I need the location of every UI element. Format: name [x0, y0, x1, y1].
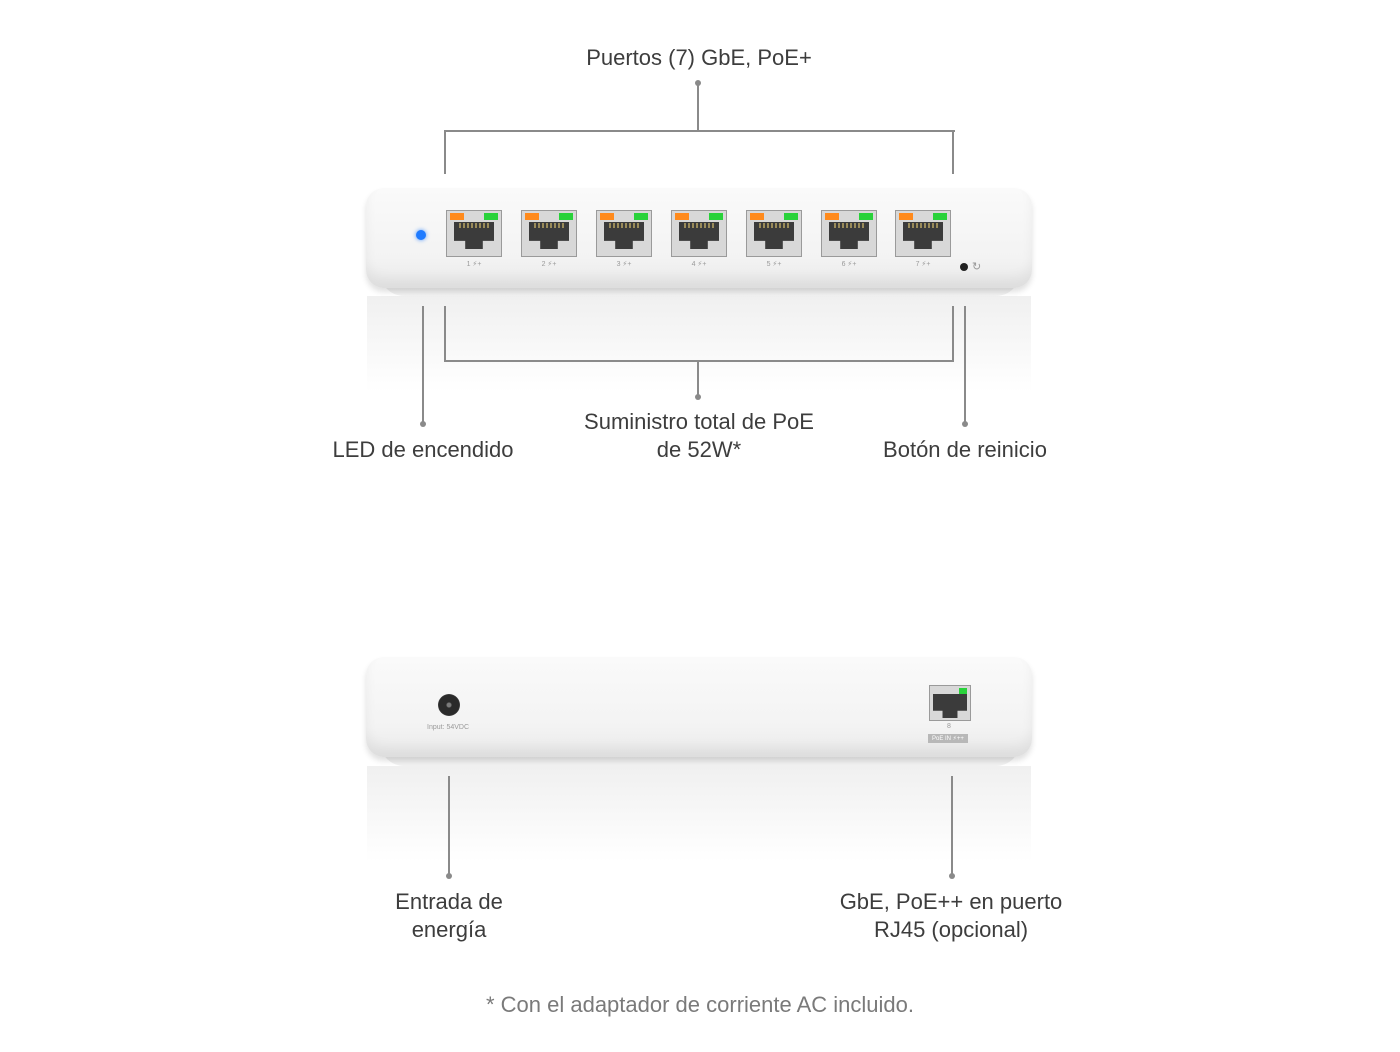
poe-bracket-bottom	[444, 360, 954, 362]
poe-label-line1: Suministro total de PoE	[584, 409, 814, 434]
port-2	[521, 210, 577, 257]
port-7	[895, 210, 951, 257]
led-callout-line	[422, 306, 424, 424]
port-4-number: 4 ⚡+	[691, 261, 707, 268]
reset-callout-line	[964, 306, 966, 424]
ports-callout-stem	[697, 83, 699, 131]
poe-label-line2: de 52W*	[656, 437, 742, 462]
led-label: LED de encendido	[332, 437, 514, 462]
back-device-body: Input: 54VDC 8 PoE IN ⚡++	[366, 657, 1032, 757]
ports-label: Puertos (7) GbE, PoE+	[586, 45, 812, 70]
poe-bracket-right	[952, 306, 954, 362]
power-label-line2: energía	[411, 917, 487, 942]
reset-button[interactable]	[960, 263, 968, 271]
power-callout-dot	[446, 873, 452, 879]
port-5	[746, 210, 802, 257]
rj45-callout-dot	[949, 873, 955, 879]
port-4	[671, 210, 727, 257]
rj45-callout-line	[951, 776, 953, 876]
port-7-number: 7 ⚡+	[915, 261, 931, 268]
port-1-number: 1 ⚡+	[466, 261, 482, 268]
power-jack-text: Input: 54VDC	[427, 724, 470, 731]
rj45-port-number: 8	[947, 723, 951, 730]
port-3	[596, 210, 652, 257]
power-label: Entrada de energía	[358, 888, 540, 944]
front-device-reflection	[367, 296, 1031, 392]
power-label-line1: Entrada de	[395, 889, 503, 914]
rj45-port-badge: PoE IN ⚡++	[928, 734, 968, 743]
port-3-number: 3 ⚡+	[616, 261, 632, 268]
back-device-reflection	[367, 766, 1031, 862]
reset-label: Botón de reinicio	[883, 437, 1047, 462]
power-jack	[438, 694, 460, 716]
rj45-label-line2: RJ45 (opcional)	[873, 917, 1029, 942]
reset-icon: ↻	[972, 261, 982, 273]
power-callout-line	[448, 776, 450, 876]
port-1	[446, 210, 502, 257]
front-device-body: 1 ⚡+ 2 ⚡+ 3 ⚡+ 4 ⚡+ 5 ⚡+ 6 ⚡+ 7 ⚡+ ↻	[366, 188, 1032, 288]
poe-label: Suministro total de PoE de 52W*	[548, 408, 850, 464]
rj45-label: GbE, PoE++ en puerto RJ45 (opcional)	[818, 888, 1084, 944]
ports-bracket-right	[952, 130, 954, 174]
footnote: * Con el adaptador de corriente AC inclu…	[485, 992, 915, 1017]
poe-callout-dot	[695, 394, 701, 400]
rj45-port-8	[929, 685, 971, 721]
port-2-number: 2 ⚡+	[541, 261, 557, 268]
poe-bracket-left	[444, 306, 446, 362]
poe-callout-stem	[697, 360, 699, 397]
ports-bracket-left	[444, 130, 446, 174]
rj45-label-line1: GbE, PoE++ en puerto	[839, 889, 1063, 914]
port-6-number: 6 ⚡+	[841, 261, 857, 268]
reset-callout-dot	[962, 421, 968, 427]
port-5-number: 5 ⚡+	[766, 261, 782, 268]
power-led	[416, 230, 426, 240]
ports-bracket-top	[444, 130, 955, 132]
led-callout-dot	[420, 421, 426, 427]
port-6	[821, 210, 877, 257]
